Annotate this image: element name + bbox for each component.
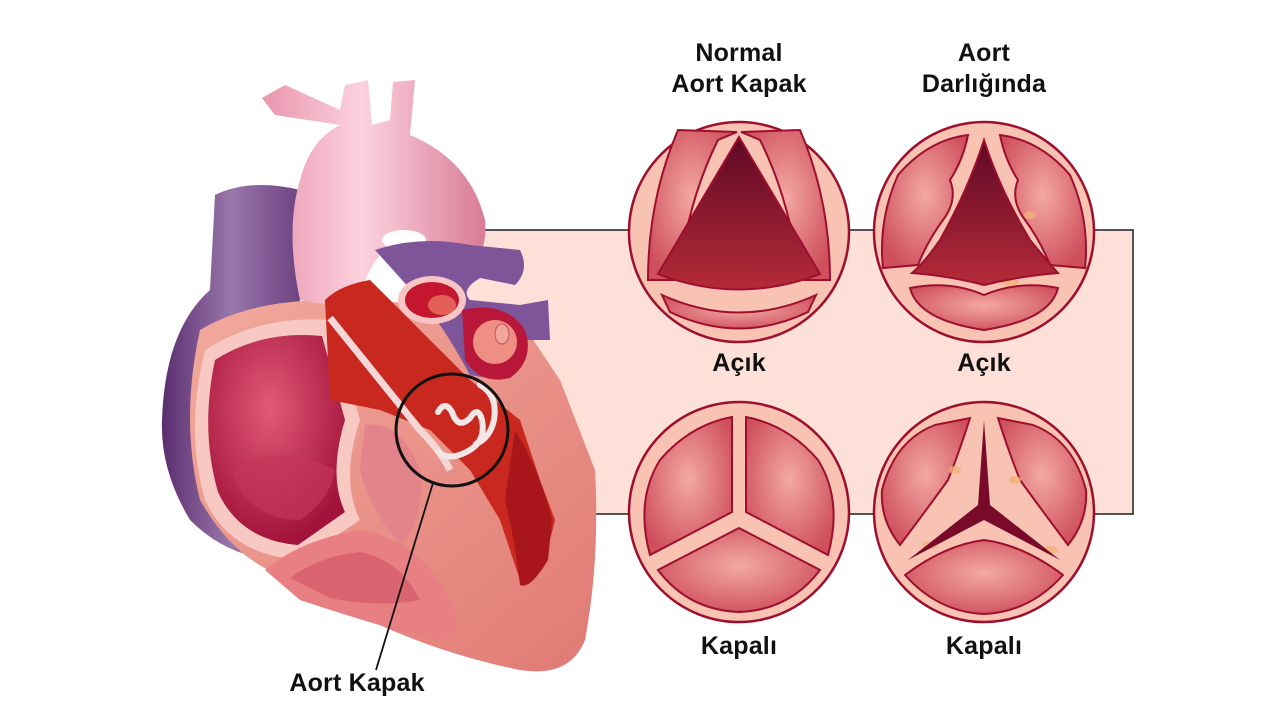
column-title-stenosis: Aort Darlığında	[864, 38, 1104, 100]
valve-normal-open	[627, 120, 851, 344]
label-stenosis-open: Açık	[957, 349, 1011, 377]
column-title-normal: Normal Aort Kapak	[619, 38, 859, 100]
column-title-stenosis-line1: Aort	[957, 39, 1011, 67]
aortic-valve-highlight-circle	[394, 372, 510, 488]
heart-illustration	[161, 80, 597, 672]
valve-stenosis-closed	[872, 400, 1096, 624]
valve-stenosis-open	[872, 120, 1096, 344]
label-stenosis-closed: Kapalı	[945, 632, 1023, 660]
column-title-stenosis-line2: Darlığında	[921, 70, 1047, 98]
column-title-normal-line2: Aort Kapak	[671, 70, 807, 98]
label-normal-closed: Kapalı	[700, 632, 778, 660]
column-title-normal-line1: Normal	[695, 39, 783, 67]
valve-normal-closed	[627, 400, 851, 624]
label-aortic-valve: Aort Kapak	[289, 669, 425, 697]
label-normal-open: Açık	[712, 349, 766, 377]
